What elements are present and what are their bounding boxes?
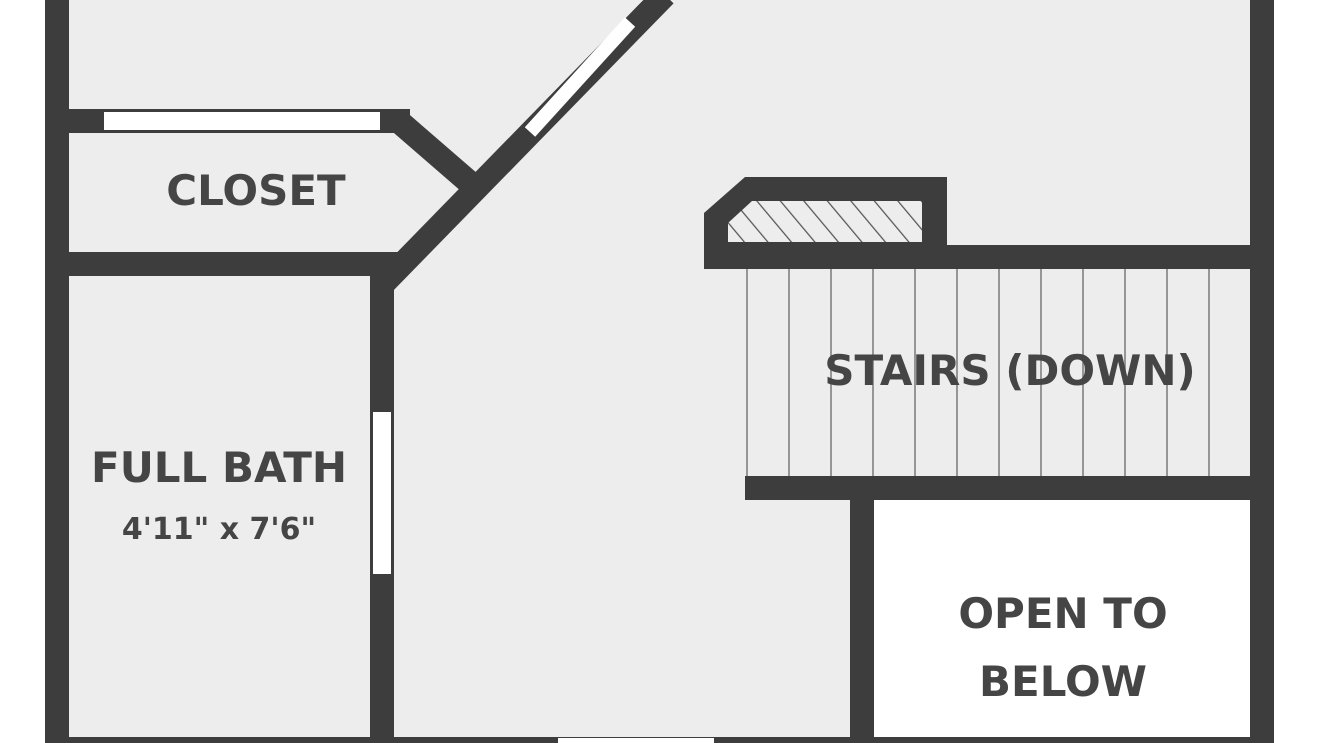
wall-right-exterior: [1250, 0, 1274, 743]
open-to-below-label-line2: BELOW: [979, 657, 1147, 706]
opening-diagonal-door: [524, 17, 636, 137]
wall-open-left: [850, 488, 874, 743]
full-bath-label: FULL BATH: [91, 443, 347, 492]
openings: [104, 17, 714, 743]
wall-closet-bottom: [58, 252, 398, 276]
floor-open-to-below: [862, 488, 1262, 743]
stair-treads: [746, 268, 1210, 476]
stair-landing: [704, 177, 947, 245]
opening-bottom: [558, 738, 714, 743]
wall-stairs-top: [704, 245, 1262, 269]
opening-bath-door: [373, 412, 391, 574]
stairs-label: STAIRS (DOWN): [824, 346, 1195, 395]
wall-closet-angle: [387, 108, 478, 193]
opening-closet-top: [104, 112, 380, 130]
open-to-below-label-line1: OPEN TO: [958, 589, 1167, 638]
closet-label: CLOSET: [166, 166, 346, 215]
room-labels: CLOSET FULL BATH 4'11" x 7'6" STAIRS (DO…: [91, 166, 1196, 706]
wall-stairs-bottom: [745, 476, 1262, 500]
full-bath-dimensions: 4'11" x 7'6": [122, 512, 316, 547]
